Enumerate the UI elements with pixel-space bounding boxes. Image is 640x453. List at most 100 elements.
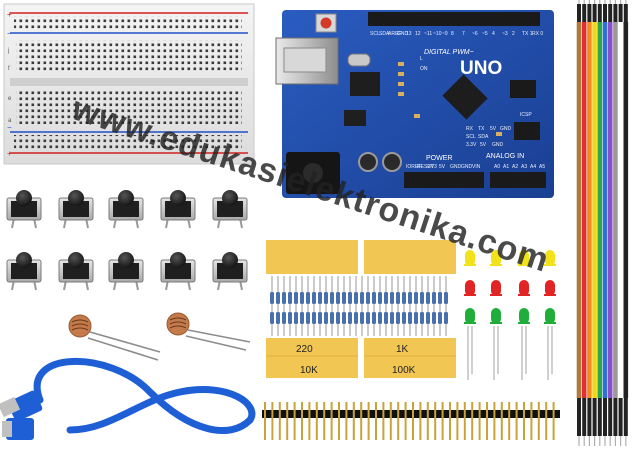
silk-label: SDA: [478, 134, 489, 140]
silk-label: L: [420, 56, 423, 62]
pin-label: 4: [492, 31, 495, 37]
power-label: POWER: [426, 155, 452, 162]
led: [544, 250, 556, 266]
resistor: [378, 312, 382, 324]
silk-label: GND: [492, 142, 504, 148]
icsp-header: [514, 122, 540, 140]
resistor: [372, 312, 376, 324]
pin-label: 3V3: [428, 164, 437, 170]
silk-label: GND: [500, 126, 512, 132]
tactile-button: [212, 252, 248, 291]
pin-label: GND: [461, 164, 473, 170]
resistor: [432, 312, 436, 324]
resistor: [384, 312, 388, 324]
resistor: [348, 312, 352, 324]
led: [464, 280, 476, 296]
tactile-button: [108, 190, 144, 229]
resistor: [282, 312, 286, 324]
male-pin-header: [262, 402, 560, 440]
pin-label: 8: [451, 31, 454, 37]
tactile-button: [108, 252, 144, 291]
silk-label: 5V: [480, 142, 487, 148]
pin-label: GND: [450, 164, 462, 170]
pin-label: ~9: [442, 31, 448, 37]
resistor: [390, 292, 394, 304]
resistor: [324, 312, 328, 324]
resistor: [318, 292, 322, 304]
resistor: [438, 312, 442, 324]
resistor: [330, 292, 334, 304]
pin-label: ~5: [482, 31, 488, 37]
resistor: [402, 292, 406, 304]
pin-label: ~6: [472, 31, 478, 37]
jumper-wire: [587, 0, 592, 446]
pin-label: ~10: [433, 31, 442, 37]
svg-text:j: j: [7, 48, 9, 54]
resistor: [390, 312, 394, 324]
resistor: [348, 292, 352, 304]
pin-label: 2: [512, 31, 515, 37]
resistor-label-220: 220: [296, 344, 313, 355]
tactile-buttons: [6, 190, 248, 291]
jumper-wire: [576, 0, 582, 446]
resistor: [294, 292, 298, 304]
power-header: [404, 172, 484, 188]
tactile-button: [58, 252, 94, 291]
pin-label: A4: [530, 164, 536, 170]
jumper-wire: [613, 0, 618, 446]
resistor-label-1k: 1K: [396, 344, 409, 355]
resistor: [366, 312, 370, 324]
pin-label: 7: [462, 31, 465, 37]
resistor: [318, 312, 322, 324]
tactile-button: [58, 190, 94, 229]
resistor: [294, 312, 298, 324]
resistor: [366, 292, 370, 304]
resistor: [324, 292, 328, 304]
resistor: [396, 292, 400, 304]
tactile-button: [212, 190, 248, 229]
resistor: [444, 292, 448, 304]
jumper-wires: [576, 0, 629, 446]
pin-label: A1: [503, 164, 509, 170]
led: [518, 308, 530, 324]
tactile-button: [160, 190, 196, 229]
resistor: [276, 312, 280, 324]
pin-label: AREF: [388, 31, 401, 37]
resistor: [354, 292, 358, 304]
pin-label: A2: [512, 164, 518, 170]
resistor: [300, 312, 304, 324]
led: [544, 308, 556, 324]
led: [518, 250, 530, 266]
silk-label: ICSP: [520, 112, 532, 118]
svg-text:+: +: [7, 10, 12, 19]
resistor: [408, 292, 412, 304]
pin-label: 5V: [439, 164, 446, 170]
jumper-wire: [581, 0, 587, 446]
resistor: [282, 292, 286, 304]
pin-label: ~3: [502, 31, 508, 37]
resistor: [360, 312, 364, 324]
resistor-label-100k: 100K: [392, 365, 416, 376]
resistor: [330, 312, 334, 324]
analog-in-label: ANALOG IN: [486, 153, 524, 160]
digital-pwm-label: DIGITAL PWM~: [424, 49, 474, 56]
resistor: [426, 312, 430, 324]
resistor: [270, 292, 274, 304]
pin-label: VIN: [472, 164, 481, 170]
resistor: [378, 292, 382, 304]
tactile-button: [6, 190, 42, 229]
resistor: [270, 312, 274, 324]
resistor: [420, 312, 424, 324]
pin-label: GND: [397, 31, 409, 37]
tactile-button: [160, 252, 196, 291]
leds: [464, 250, 556, 380]
tactile-button: [6, 252, 42, 291]
silk-label: 3.3V: [466, 142, 477, 148]
pin-label: A0: [494, 164, 500, 170]
resistor: [288, 292, 292, 304]
led: [464, 250, 476, 266]
photoresistors: [68, 312, 251, 361]
resistor: [372, 292, 376, 304]
